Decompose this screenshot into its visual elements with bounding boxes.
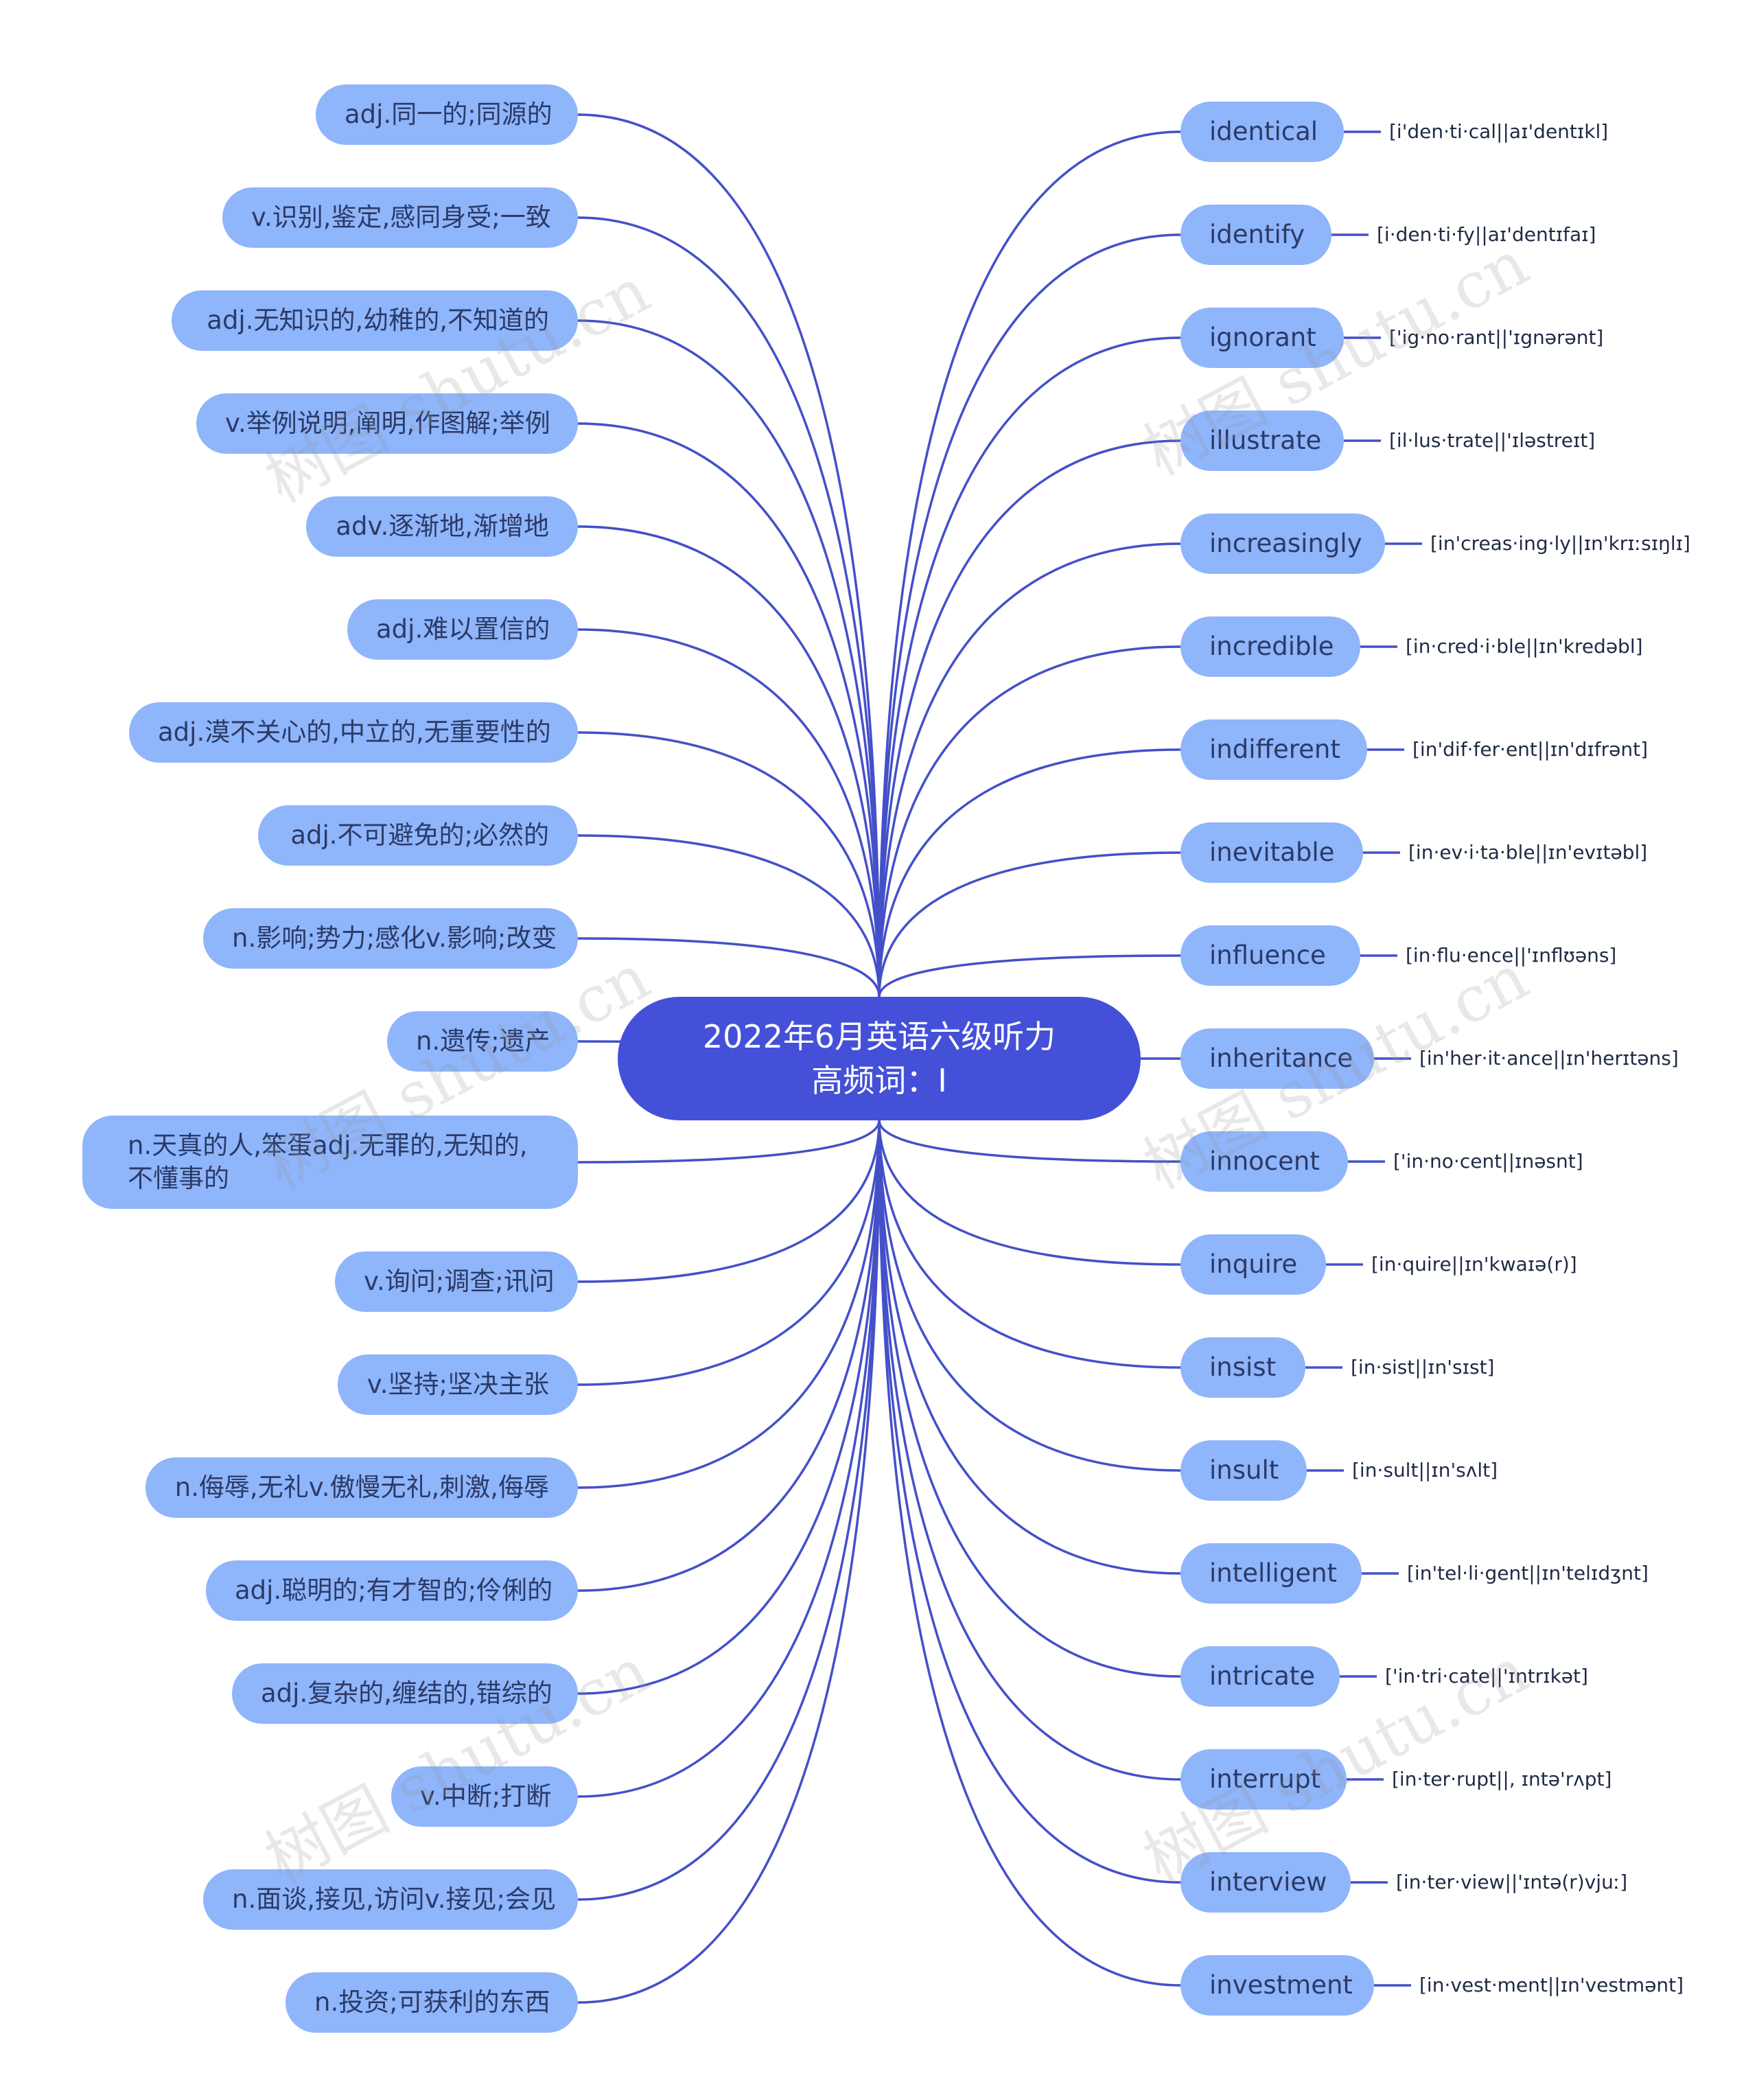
word-node-inheritance[interactable]: inheritance	[1180, 1028, 1374, 1089]
meaning-node-intelligent[interactable]: adj.聪明的;有才智的;伶俐的	[206, 1560, 578, 1621]
connector-line	[577, 1120, 881, 1695]
meaning-node-inheritance[interactable]: n.遗传;遗产	[387, 1011, 578, 1072]
connector-line	[577, 1120, 881, 1489]
phonetic-label-increasingly: [in'creas·ing·ly||ɪn'krɪːsɪŋlɪ]	[1430, 532, 1690, 555]
connector-line	[577, 937, 881, 997]
connector-line	[878, 1120, 1181, 1987]
meaning-node-illustrate[interactable]: v.举例说明,阐明,作图解;举例	[196, 393, 578, 454]
word-node-identify[interactable]: identify	[1180, 205, 1331, 265]
connector-line	[577, 1120, 881, 1592]
phonetic-label-insult: [in·sult||ɪn'sʌlt]	[1352, 1459, 1498, 1481]
connector-line	[577, 1120, 881, 1386]
phonetic-label-interrupt: [in·ter·rupt||, ɪntə'rʌpt]	[1392, 1768, 1612, 1790]
meaning-node-investment[interactable]: n.投资;可获利的东西	[286, 1972, 578, 2033]
meaning-node-inevitable[interactable]: adj.不可避免的;必然的	[258, 805, 578, 866]
word-node-inquire[interactable]: inquire	[1180, 1234, 1326, 1295]
word-node-incredible[interactable]: incredible	[1180, 616, 1360, 677]
meaning-node-identical[interactable]: adj.同一的;同源的	[316, 84, 578, 145]
connector-line	[878, 1120, 1181, 1163]
meaning-node-insult[interactable]: n.侮辱,无礼v.傲慢无礼,刺激,侮辱	[146, 1457, 578, 1518]
connector-line	[577, 216, 881, 997]
phonetic-label-ignorant: ['ig·no·rant||'ɪgnərənt]	[1389, 326, 1604, 349]
word-node-inevitable[interactable]: inevitable	[1180, 822, 1363, 883]
connector-line	[878, 542, 1181, 997]
connector-line	[878, 1120, 1181, 1369]
meaning-node-increasingly[interactable]: adv.逐渐地,渐增地	[306, 496, 578, 557]
connector-line	[577, 1120, 881, 2004]
phonetic-label-insist: [in·sist||ɪn'sɪst]	[1351, 1356, 1495, 1378]
meaning-node-innocent[interactable]: n.天真的人,笨蛋adj.无罪的,无知的,不懂事的	[82, 1116, 578, 1209]
connector-line	[577, 113, 881, 997]
connector-line	[878, 1120, 1181, 1884]
connector-line	[878, 851, 1181, 997]
connector-line	[577, 731, 881, 997]
phonetic-label-identical: [i'den·ti·cal||aɪ'dentɪkl]	[1389, 120, 1609, 143]
central-topic-line1: 2022年6月英语六级听力	[702, 1018, 1056, 1055]
connector-line	[577, 834, 881, 997]
word-node-illustrate[interactable]: illustrate	[1180, 411, 1344, 471]
phonetic-label-interview: [in·ter·view||'ɪntə(r)vjuː]	[1396, 1871, 1628, 1893]
word-node-identical[interactable]: identical	[1180, 102, 1344, 162]
meaning-node-ignorant[interactable]: adj.无知识的,幼稚的,不知道的	[172, 290, 578, 351]
phonetic-label-innocent: ['in·no·cent||ɪnəsnt]	[1393, 1150, 1583, 1173]
connector-line	[878, 1120, 1181, 1472]
phonetic-label-influence: [in·flu·ence||'ɪnflʊəns]	[1406, 944, 1617, 967]
connector-line	[878, 748, 1181, 997]
phonetic-label-inevitable: [in·ev·i·ta·ble||ɪn'evɪtəbl]	[1408, 841, 1648, 864]
word-node-influence[interactable]: influence	[1180, 925, 1360, 986]
connector-line	[878, 1120, 1181, 1575]
meaning-node-insist[interactable]: v.坚持;坚决主张	[338, 1354, 578, 1415]
connector-line	[878, 645, 1181, 997]
phonetic-label-indifferent: [in'dif·fer·ent||ɪn'dɪfrənt]	[1412, 738, 1649, 761]
connector-line	[878, 1120, 1181, 1678]
phonetic-label-identify: [i·den·ti·fy||aɪ'dentɪfaɪ]	[1377, 223, 1596, 246]
meaning-node-identify[interactable]: v.识别,鉴定,感同身受;一致	[222, 187, 578, 248]
word-node-investment[interactable]: investment	[1180, 1955, 1374, 2016]
phonetic-label-intelligent: [in'tel·li·gent||ɪn'telɪdʒnt]	[1407, 1562, 1649, 1584]
meaning-node-intricate[interactable]: adj.复杂的,缠结的,错综的	[232, 1663, 578, 1724]
phonetic-label-investment: [in·vest·ment||ɪn'vestmənt]	[1419, 1974, 1684, 1996]
meaning-node-interview[interactable]: n.面谈,接见,访问v.接见;会见	[203, 1869, 578, 1930]
meaning-node-incredible[interactable]: adj.难以置信的	[347, 599, 578, 660]
connector-line	[577, 422, 881, 997]
connector-line	[577, 319, 881, 997]
phonetic-label-incredible: [in·cred·i·ble||ɪn'kredəbl]	[1406, 635, 1643, 658]
meaning-node-indifferent[interactable]: adj.漠不关心的,中立的,无重要性的	[129, 702, 578, 763]
word-node-indifferent[interactable]: indifferent	[1180, 719, 1367, 780]
connector-line	[878, 439, 1181, 997]
connector-line	[878, 1120, 1181, 1266]
meaning-node-influence[interactable]: n.影响;势力;感化v.影响;改变	[203, 908, 578, 969]
word-node-insult[interactable]: insult	[1180, 1440, 1307, 1501]
word-node-interview[interactable]: interview	[1180, 1852, 1351, 1913]
word-node-innocent[interactable]: innocent	[1180, 1131, 1348, 1192]
phonetic-label-illustrate: [il·lus·trate||'ɪləstreɪt]	[1389, 429, 1596, 452]
word-node-increasingly[interactable]: increasingly	[1180, 514, 1385, 574]
word-node-intelligent[interactable]: intelligent	[1180, 1543, 1362, 1604]
connector-line	[878, 336, 1181, 997]
central-topic[interactable]: 2022年6月英语六级听力 高频词：I	[618, 997, 1141, 1120]
connector-line	[577, 628, 881, 997]
phonetic-label-inheritance: [in'her·it·ance||ɪn'herɪtəns]	[1419, 1047, 1679, 1070]
connector-line	[878, 130, 1181, 997]
connector-line	[577, 1120, 881, 1798]
connector-line	[577, 1120, 881, 1901]
central-topic-line2: 高频词：I	[811, 1062, 947, 1099]
connector-line	[878, 1120, 1181, 1781]
word-node-insist[interactable]: insist	[1180, 1337, 1305, 1398]
connector-line	[577, 1120, 881, 1283]
word-node-ignorant[interactable]: ignorant	[1180, 308, 1344, 368]
connector-line	[577, 1120, 881, 1164]
phonetic-label-intricate: ['in·tri·cate||'ɪntrɪkət]	[1385, 1665, 1588, 1687]
word-node-interrupt[interactable]: interrupt	[1180, 1749, 1347, 1810]
meaning-node-interrupt[interactable]: v.中断;打断	[391, 1766, 578, 1827]
connector-line	[878, 954, 1181, 997]
word-node-intricate[interactable]: intricate	[1180, 1646, 1340, 1707]
connector-line	[878, 233, 1181, 997]
meaning-node-inquire[interactable]: v.询问;调查;讯问	[335, 1251, 578, 1312]
phonetic-label-inquire: [in·quire||ɪn'kwaɪə(r)]	[1371, 1253, 1577, 1276]
connector-line	[577, 525, 881, 997]
